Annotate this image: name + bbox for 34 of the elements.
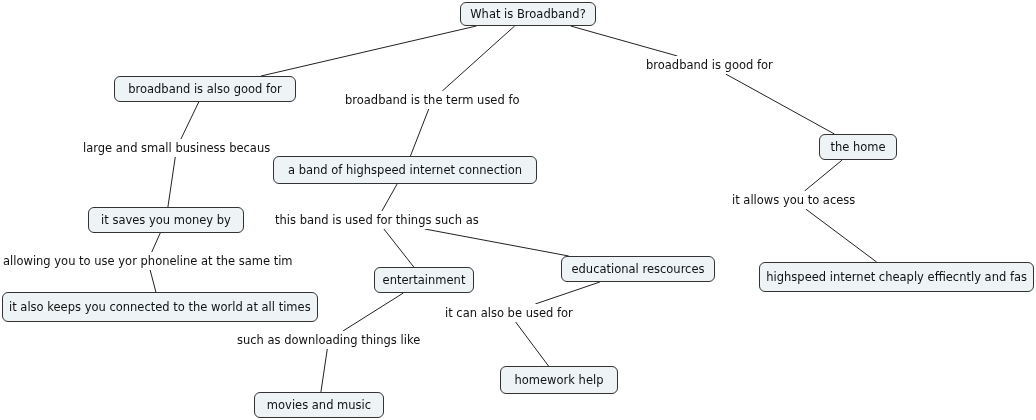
- connector-line: [167, 156, 176, 208]
- concept-box: movies and music: [254, 392, 384, 418]
- concept-box: educational rescources: [561, 256, 715, 282]
- concept-box: a band of highspeed internet connection: [273, 156, 537, 184]
- connector-line: [383, 228, 415, 268]
- connector-line: [320, 348, 328, 393]
- connector-line: [515, 321, 550, 367]
- linking-phrase: large and small business becaus: [82, 139, 272, 157]
- connector-line: [149, 269, 157, 293]
- connector-line: [725, 73, 835, 135]
- connector-line: [534, 281, 601, 305]
- linking-phrase: this band is used for things such as: [274, 211, 480, 229]
- concept-box: the home: [819, 134, 897, 160]
- linking-phrase: it allows you to acess: [731, 191, 857, 209]
- linking-phrase: such as downloading things like: [236, 331, 422, 349]
- connector-line: [260, 25, 477, 77]
- concept-box: it saves you money by: [88, 207, 244, 233]
- concept-box: highspeed internet cheaply effiecntly and fas: [759, 262, 1034, 292]
- connector-line: [151, 232, 161, 253]
- connector-line: [409, 108, 430, 157]
- connector-line: [804, 159, 843, 192]
- concept-box: What is Broadband?: [460, 2, 596, 26]
- concept-box: entertainment: [374, 267, 474, 293]
- connector-line: [342, 292, 404, 332]
- concept-box: it also keeps you connected to the world at all times: [2, 292, 318, 322]
- connector-line: [441, 25, 516, 92]
- linking-phrase: allowing you to use yor phoneline at the same tim: [2, 252, 294, 270]
- connector-line: [805, 208, 878, 263]
- concept-box: broadband is also good for: [114, 76, 296, 102]
- linking-phrase: broadband is good for: [645, 56, 774, 74]
- concept-box: homework help: [500, 366, 618, 394]
- connector-line: [570, 25, 678, 57]
- connector-line: [381, 183, 398, 212]
- connector-line: [180, 101, 200, 140]
